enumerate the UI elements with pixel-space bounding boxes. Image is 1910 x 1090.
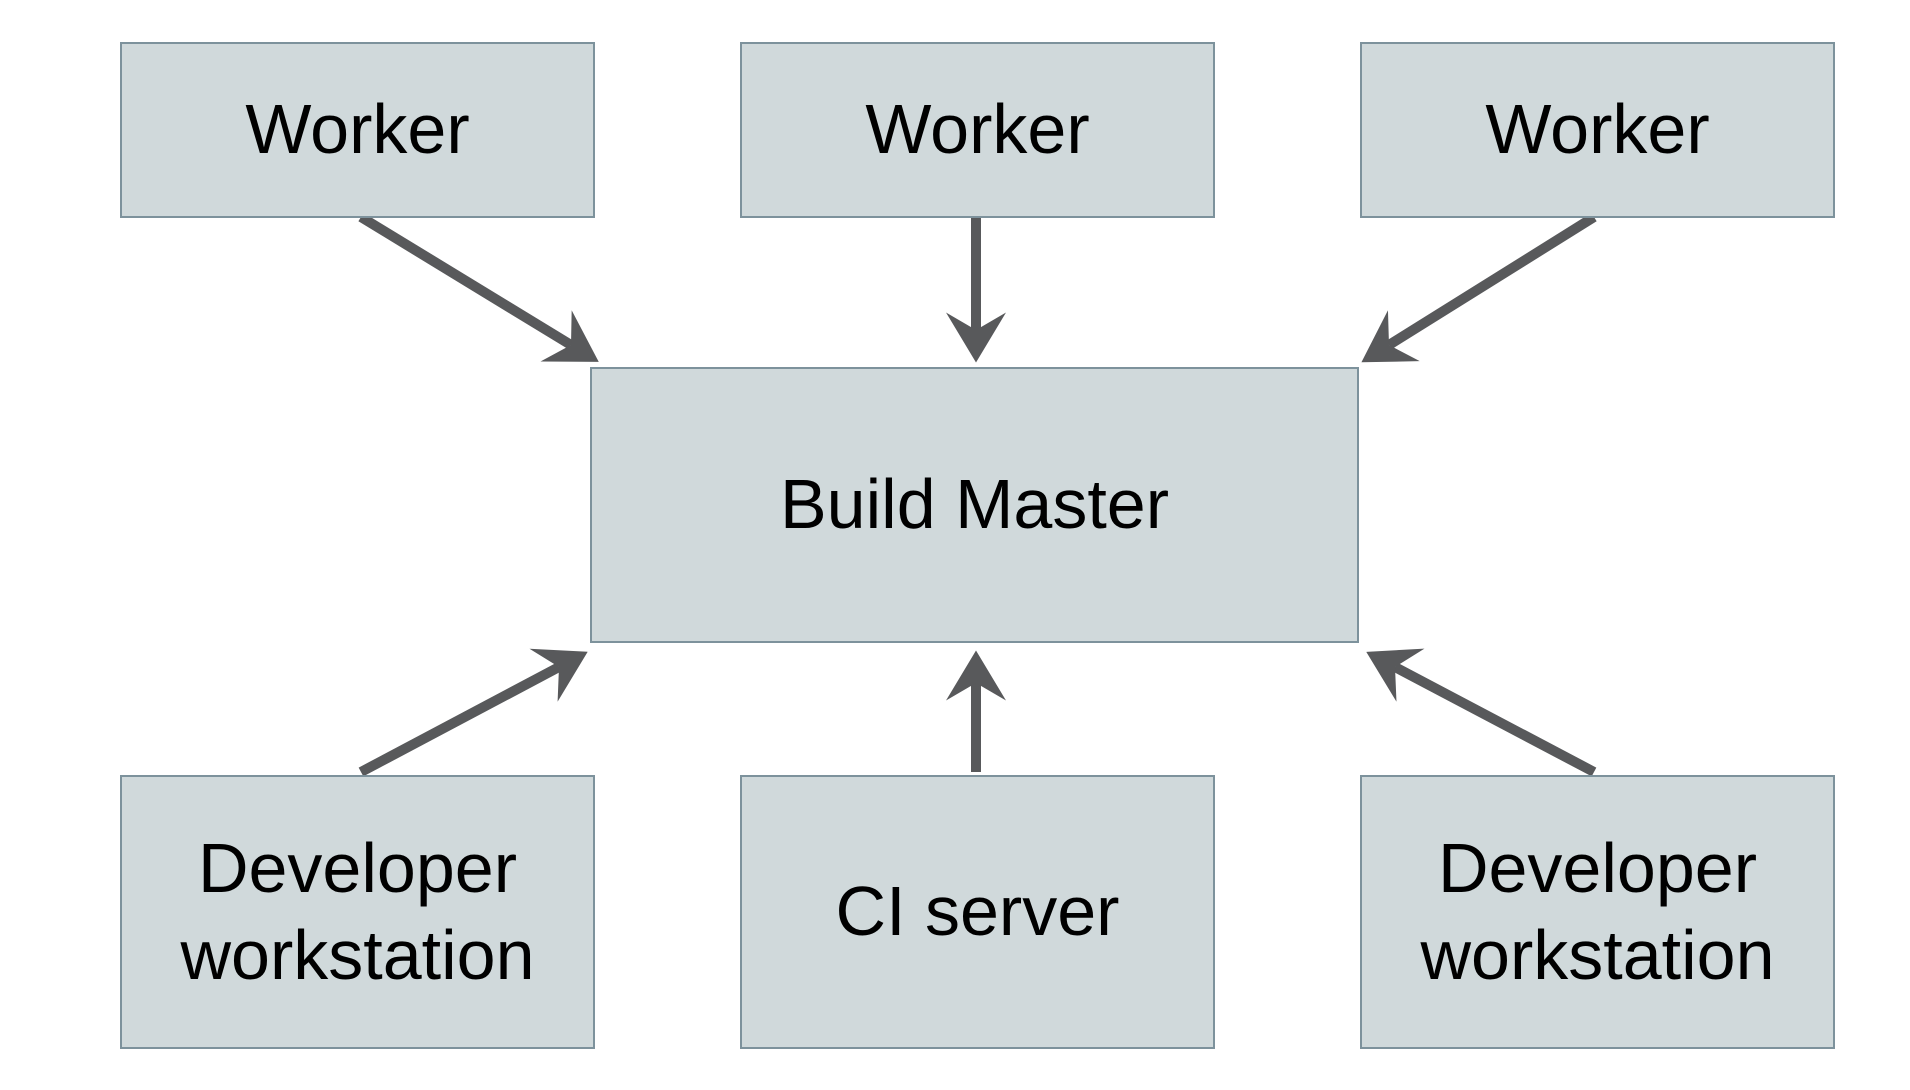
arrow-dev-left-to-build-master [358, 648, 588, 777]
arrow-dev-right-to-build-master [1366, 648, 1597, 777]
node-worker-left: Worker [120, 42, 595, 218]
node-worker-right: Worker [1360, 42, 1835, 218]
node-worker-center: Worker [740, 42, 1215, 218]
node-developer-workstation-left: Developer workstation [120, 775, 595, 1049]
node-developer-workstation-left-label: Developer workstation [180, 828, 535, 995]
arrow-worker-left-to-build-master [358, 212, 599, 362]
arrow-worker-right-to-build-master [1361, 212, 1597, 363]
node-developer-workstation-right: Developer workstation [1360, 775, 1835, 1049]
node-worker-center-label: Worker [865, 90, 1090, 169]
node-worker-right-label: Worker [1485, 90, 1710, 169]
node-build-master: Build Master [590, 367, 1359, 643]
node-worker-left-label: Worker [245, 90, 470, 169]
node-developer-workstation-right-label: Developer workstation [1420, 828, 1775, 995]
node-build-master-label: Build Master [779, 465, 1170, 544]
node-ci-server-label: CI server [835, 872, 1120, 951]
node-ci-server: CI server [740, 775, 1215, 1049]
